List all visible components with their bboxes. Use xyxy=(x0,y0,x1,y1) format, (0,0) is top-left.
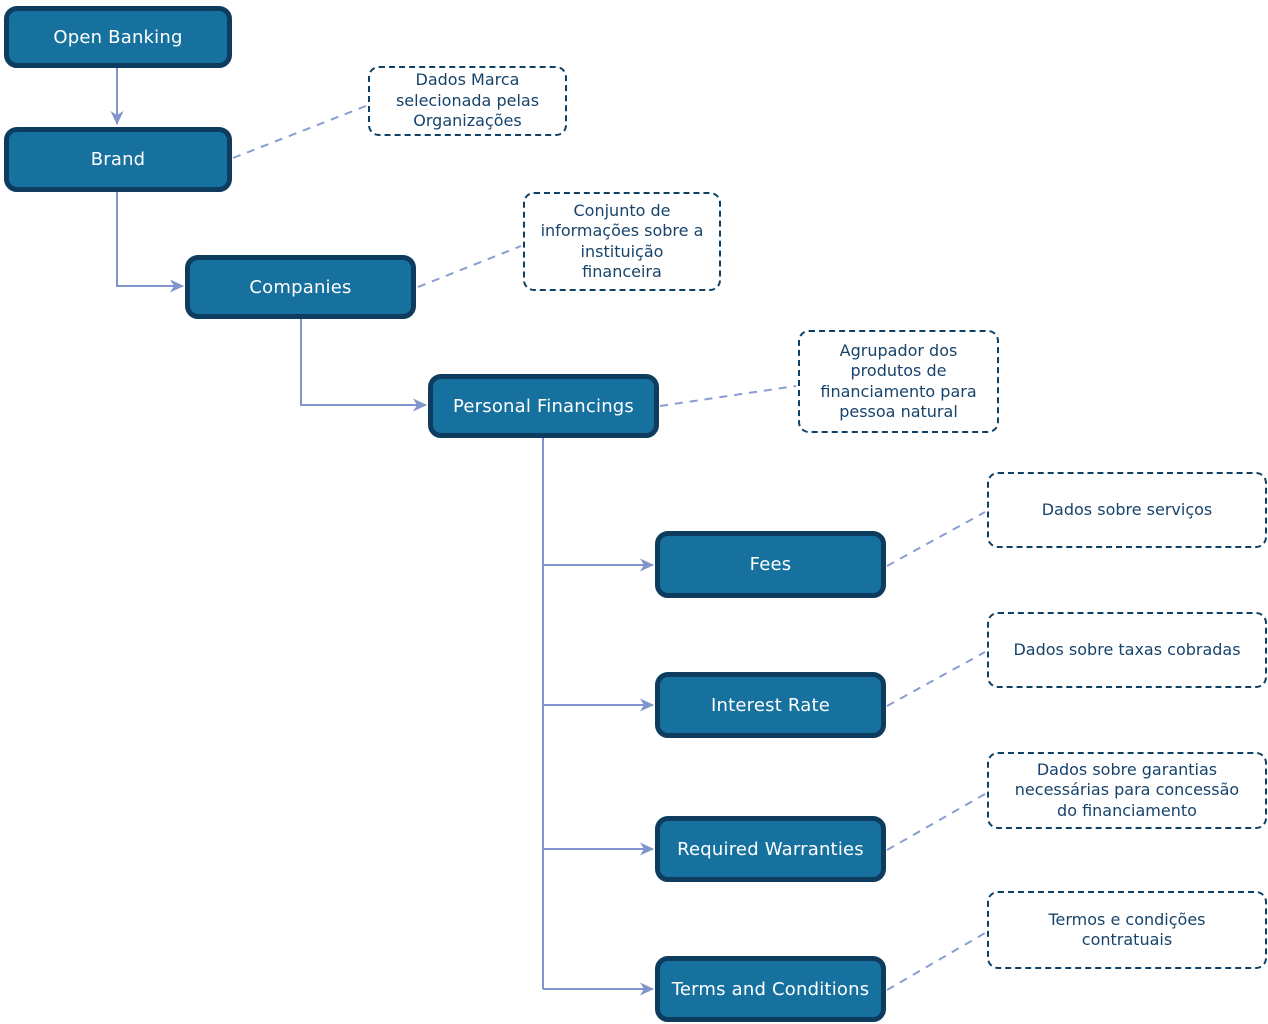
note-terms-and-conditions-text: Termos e condições contratuais xyxy=(1048,909,1206,949)
node-companies: Companies xyxy=(185,255,416,319)
node-terms-and-conditions-label: Terms and Conditions xyxy=(671,978,870,1000)
note-interest-rate-text: Dados sobre taxas cobradas xyxy=(1013,639,1241,659)
connector-brand-companies xyxy=(116,192,184,293)
note-terms-and-conditions: Termos e condições contratuais xyxy=(987,891,1267,969)
node-brand-label: Brand xyxy=(90,149,146,170)
note-required-warranties: Dados sobre garantias necessárias para c… xyxy=(987,752,1267,829)
node-required-warranties: Required Warranties xyxy=(655,816,886,882)
connector-note-interestrate xyxy=(886,651,986,707)
connector-note-brand xyxy=(232,105,367,159)
node-terms-and-conditions: Terms and Conditions xyxy=(655,956,886,1022)
note-brand: Dados Marca selecionada pelas Organizaçõ… xyxy=(368,66,567,136)
node-fees: Fees xyxy=(655,531,886,598)
node-required-warranties-label: Required Warranties xyxy=(677,838,864,860)
note-companies: Conjunto de informações sobre a institui… xyxy=(523,192,721,291)
connector-note-termsandconditions xyxy=(886,932,986,991)
note-brand-text: Dados Marca selecionada pelas Organizaçõ… xyxy=(395,70,540,131)
note-fees: Dados sobre serviços xyxy=(987,472,1267,548)
connector-note-personalfinancings xyxy=(659,385,797,407)
node-companies-label: Companies xyxy=(249,276,352,298)
note-fees-text: Dados sobre serviços xyxy=(1041,499,1213,519)
node-open-banking-label: Open Banking xyxy=(53,26,183,48)
note-personal-financings: Agrupador dos produtos de financiamento … xyxy=(798,330,999,433)
node-personal-financings: Personal Financings xyxy=(428,374,659,438)
note-companies-text: Conjunto de informações sobre a institui… xyxy=(540,200,704,281)
node-interest-rate: Interest Rate xyxy=(655,672,886,738)
connector-note-requiredwarranties xyxy=(886,793,986,851)
node-open-banking: Open Banking xyxy=(4,6,232,68)
connector-note-fees xyxy=(886,511,986,567)
connector-companies-personalfinancings xyxy=(300,319,427,412)
node-personal-financings-label: Personal Financings xyxy=(452,395,635,417)
node-fees-label: Fees xyxy=(749,554,792,575)
node-brand: Brand xyxy=(4,127,232,192)
note-required-warranties-text: Dados sobre garantias necessárias para c… xyxy=(1014,759,1240,820)
note-personal-financings-text: Agrupador dos produtos de financiamento … xyxy=(820,340,977,421)
connector-note-companies xyxy=(417,245,522,288)
note-interest-rate: Dados sobre taxas cobradas xyxy=(987,612,1267,688)
node-interest-rate-label: Interest Rate xyxy=(711,694,830,716)
